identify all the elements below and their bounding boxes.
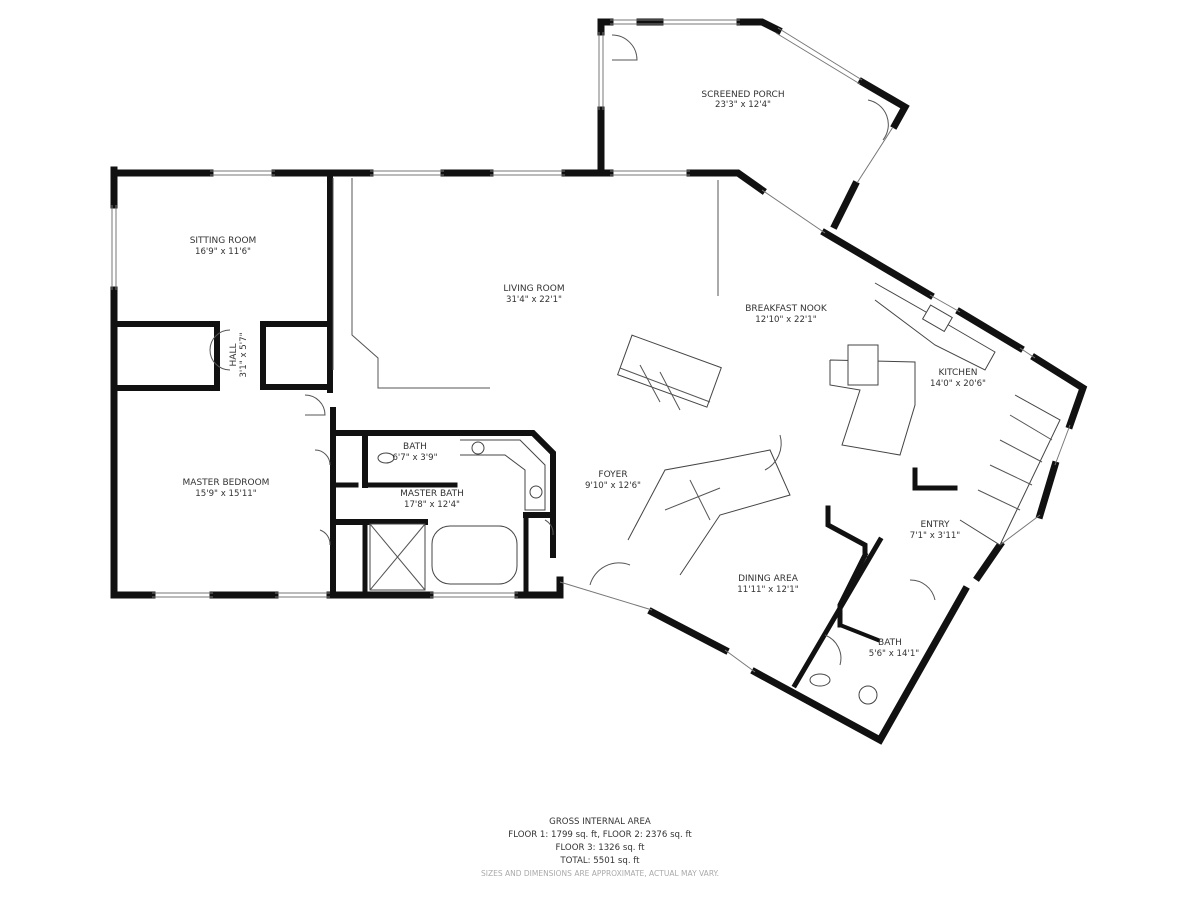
room-name: ENTRY xyxy=(920,520,950,530)
room-kitchen: KITCHEN 14'0" x 20'6" xyxy=(930,368,986,389)
room-name: FOYER xyxy=(598,470,627,480)
room-name: BREAKFAST NOOK xyxy=(745,304,828,314)
room-dims: 15'9" x 15'11" xyxy=(195,489,257,499)
room-dims: 14'0" x 20'6" xyxy=(930,379,986,389)
room-name: KITCHEN xyxy=(939,368,978,378)
room-dining-area: DINING AREA 11'11" x 12'1" xyxy=(737,574,799,595)
walls xyxy=(110,18,1088,745)
room-master-bedroom: MASTER BEDROOM 15'9" x 15'11" xyxy=(183,478,270,499)
room-dims: 11'11" x 12'1" xyxy=(737,585,799,595)
summary-title: GROSS INTERNAL AREA xyxy=(549,817,651,827)
room-breakfast-nook: BREAKFAST NOOK 12'10" x 22'1" xyxy=(745,304,828,325)
room-foyer: FOYER 9'10" x 12'6" xyxy=(585,470,641,491)
room-master-bath: MASTER BATH 17'8" x 12'4" xyxy=(400,489,464,510)
summary-floors-1-2: FLOOR 1: 1799 sq. ft, FLOOR 2: 2376 sq. … xyxy=(508,830,692,840)
room-entry: ENTRY 7'1" x 3'11" xyxy=(910,520,961,541)
room-sitting-room: SITTING ROOM 16'9" x 11'6" xyxy=(190,236,257,257)
room-labels: SCREENED PORCH 23'3" x 12'4" SITTING ROO… xyxy=(183,90,986,659)
room-dims: 5'6" x 14'1" xyxy=(869,649,920,659)
room-bath-lower: BATH 5'6" x 14'1" xyxy=(869,638,920,659)
fixtures xyxy=(209,34,1061,705)
summary-floor-3: FLOOR 3: 1326 sq. ft xyxy=(556,843,646,853)
room-living-room: LIVING ROOM 31'4" x 22'1" xyxy=(503,284,564,305)
room-dims: 3'1" x 5'7" xyxy=(239,332,249,377)
room-name: SCREENED PORCH xyxy=(701,90,784,100)
room-hall: HALL 3'1" x 5'7" xyxy=(229,332,249,377)
summary-disclaimer: SIZES AND DIMENSIONS ARE APPROXIMATE, AC… xyxy=(481,869,719,878)
room-dims: 6'7" x 3'9" xyxy=(392,453,437,463)
area-summary: GROSS INTERNAL AREA FLOOR 1: 1799 sq. ft… xyxy=(481,817,719,878)
room-name: BATH xyxy=(878,638,902,648)
room-name: MASTER BEDROOM xyxy=(183,478,270,488)
room-dims: 12'10" x 22'1" xyxy=(755,315,817,325)
windows xyxy=(111,19,1071,673)
room-dims: 31'4" x 22'1" xyxy=(506,295,562,305)
room-dims: 23'3" x 12'4" xyxy=(715,100,771,110)
room-dims: 16'9" x 11'6" xyxy=(195,247,251,257)
room-dims: 9'10" x 12'6" xyxy=(585,481,641,491)
room-name: MASTER BATH xyxy=(400,489,464,499)
room-dims: 17'8" x 12'4" xyxy=(404,500,460,510)
room-name: BATH xyxy=(403,442,427,452)
room-name: HALL xyxy=(229,344,239,367)
room-screened-porch: SCREENED PORCH 23'3" x 12'4" xyxy=(701,90,784,110)
room-name: LIVING ROOM xyxy=(503,284,564,294)
room-dims: 7'1" x 3'11" xyxy=(910,531,961,541)
room-bath-upper: BATH 6'7" x 3'9" xyxy=(392,442,437,463)
room-name: DINING AREA xyxy=(738,574,799,584)
room-name: SITTING ROOM xyxy=(190,236,257,246)
summary-total: TOTAL: 5501 sq. ft xyxy=(559,856,640,866)
